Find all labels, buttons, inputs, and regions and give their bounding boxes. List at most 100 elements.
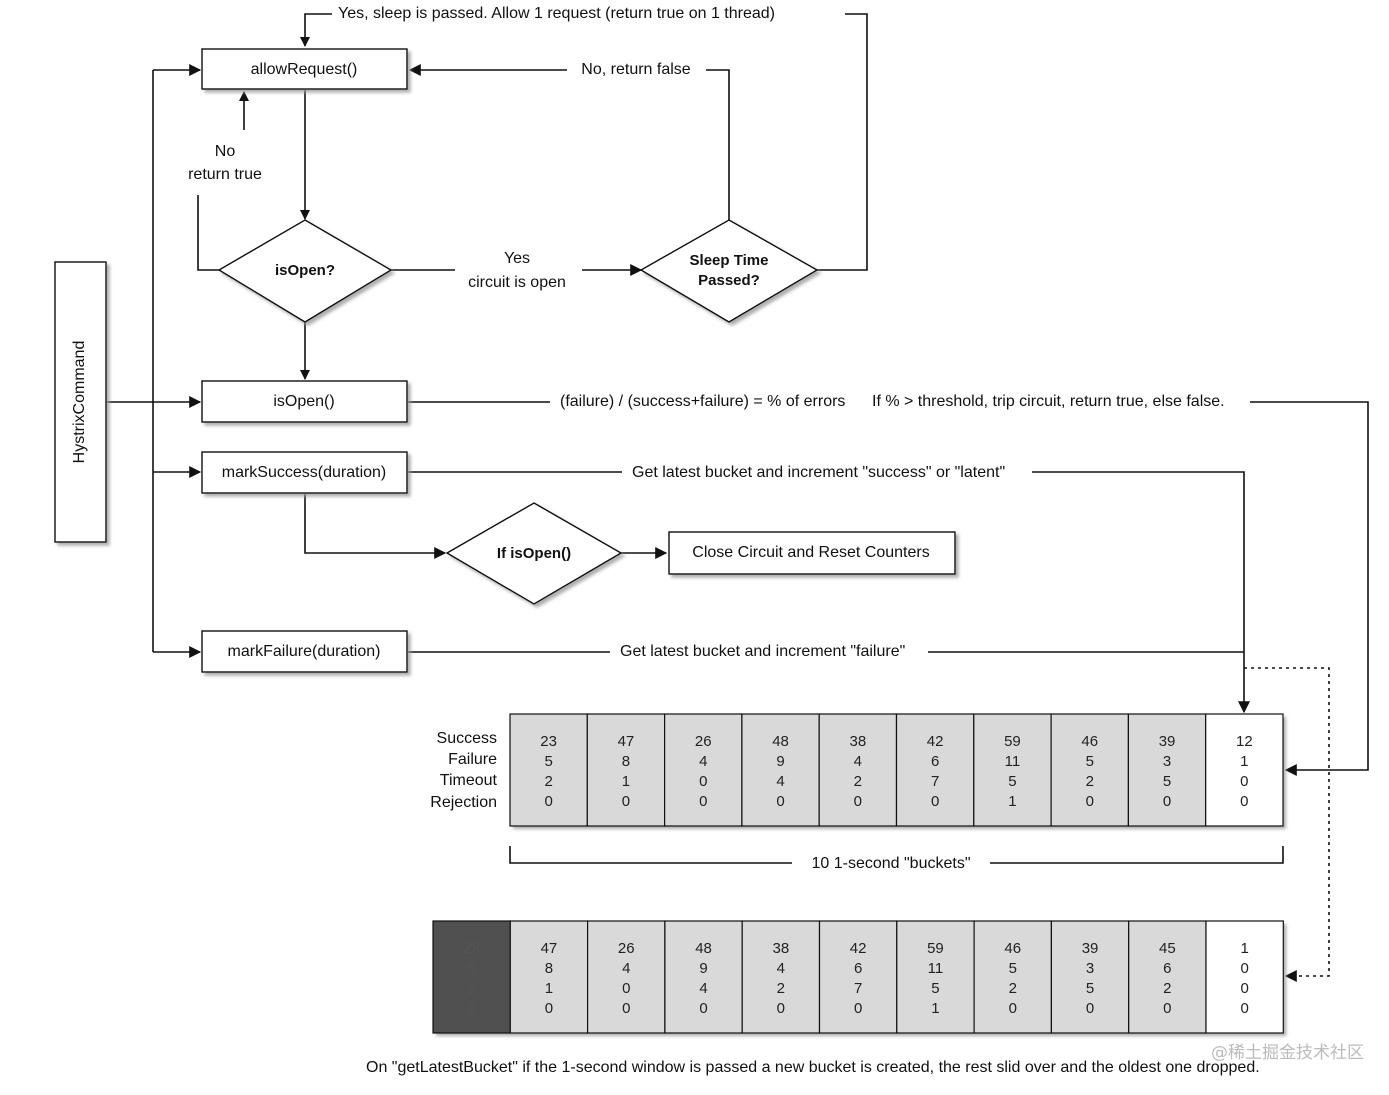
- bucket-next-value: 1: [545, 980, 553, 997]
- footer-caption: On "getLatestBucket" if the 1-second win…: [366, 1059, 1260, 1076]
- bucket-next-cell-box: [896, 920, 975, 1034]
- bucket-next-value: 0: [545, 1000, 553, 1017]
- edge-no-return-true-lower: [197, 195, 219, 271]
- yes-label: Yes: [504, 250, 530, 267]
- bucket-next-cell-box: [509, 920, 589, 1034]
- bucket-row-current: 2352047810264004894038420426705911514652…: [509, 713, 1284, 827]
- increment-success-label: Get latest bucket and increment "success…: [632, 464, 1005, 481]
- error-formula-label: (failure) / (success+failure) = % of err…: [560, 393, 845, 410]
- bucket-current-value: 8: [622, 753, 630, 770]
- bucket-current-cell-box: [741, 713, 820, 827]
- bucket-next-value: 7: [854, 980, 862, 997]
- bucket-current-value: 7: [931, 773, 939, 790]
- bucket-next-value: 8: [545, 960, 553, 977]
- bucket-next-value: 0: [1163, 1000, 1171, 1017]
- bucket-current-value: 0: [776, 793, 784, 810]
- bucket-current-value: 0: [1086, 793, 1094, 810]
- mark-success-box: markSuccess(duration): [201, 451, 408, 494]
- bucket-next-value: 0: [467, 1000, 475, 1017]
- connectors: [106, 13, 1369, 982]
- metric-label-timeout: Timeout: [440, 772, 498, 789]
- bucket-next-value: 26: [618, 940, 635, 957]
- increment-failure-label: Get latest bucket and increment "failure…: [620, 643, 905, 660]
- bucket-current-value: 2: [1086, 773, 1094, 790]
- bucket-current-value: 0: [622, 793, 630, 810]
- return-true-label: return true: [188, 166, 262, 183]
- bucket-current-value: 0: [1240, 793, 1248, 810]
- bucket-current-cell-box: [509, 713, 588, 827]
- bucket-current-value: 0: [544, 793, 552, 810]
- mark-success-label: markSuccess(duration): [222, 464, 387, 481]
- is-open-decision-label: isOpen?: [275, 262, 335, 279]
- bucket-next-cell-box: [1050, 920, 1130, 1034]
- bucket-next-value: 47: [541, 940, 558, 957]
- bucket-current-value: 42: [927, 733, 944, 750]
- bucket-current-value: 47: [618, 733, 635, 750]
- bucket-current-cell-box: [818, 713, 898, 827]
- edge-rollover-dotted: [1244, 667, 1330, 982]
- bucket-current-cell-box: [1050, 713, 1129, 827]
- bucket-current-value: 0: [854, 793, 862, 810]
- close-circuit-label: Close Circuit and Reset Counters: [692, 544, 929, 561]
- bucket-next-value: 48: [695, 940, 712, 957]
- bucket-next-value: 0: [1240, 980, 1248, 997]
- bucket-current-value: 2: [544, 773, 552, 790]
- threshold-label: If % > threshold, trip circuit, return t…: [872, 393, 1225, 410]
- no-return-false-label: No, return false: [581, 61, 690, 78]
- bucket-next-cell-box: [818, 920, 898, 1034]
- bucket-next-value: 5: [1086, 980, 1094, 997]
- is-open-method-box: isOpen(): [201, 380, 408, 423]
- bucket-next-value: 4: [699, 980, 707, 997]
- bucket-current-value: 5: [1008, 773, 1016, 790]
- bucket-next-cell-box: [586, 920, 666, 1034]
- edge-no-return-false: [706, 69, 730, 220]
- bucket-current-value: 38: [850, 733, 867, 750]
- bucket-current-value: 12: [1236, 733, 1253, 750]
- bucket-current-value: 5: [1086, 753, 1094, 770]
- bucket-current-cell-box: [973, 713, 1052, 827]
- bucket-next-value: 4: [622, 960, 630, 977]
- edge-sleep-passed: [817, 13, 868, 271]
- edge-sleep-passed-tail: [300, 13, 332, 47]
- bucket-next-value: 2: [777, 980, 785, 997]
- bucket-next-value: 2: [1163, 980, 1171, 997]
- if-is-open-decision: If isOpen(): [445, 502, 623, 605]
- allow-request-box: allowRequest(): [201, 48, 408, 90]
- bucket-next-value: 59: [927, 940, 944, 957]
- sleep-time-label-2: Passed?: [698, 272, 760, 289]
- bucket-current-value: 48: [772, 733, 789, 750]
- bucket-current-value: 0: [931, 793, 939, 810]
- bucket-current-value: 0: [1240, 773, 1248, 790]
- bucket-current-value: 1: [1240, 753, 1248, 770]
- bucket-next-value: 4: [777, 960, 785, 977]
- bucket-next-value: 6: [854, 960, 862, 977]
- bucket-current-value: 5: [544, 753, 552, 770]
- metric-label-rejection: Rejection: [430, 794, 497, 811]
- bucket-current-value: 4: [854, 753, 862, 770]
- is-open-decision: isOpen?: [217, 219, 393, 323]
- bucket-next-value: 0: [854, 1000, 862, 1017]
- bucket-current-value: 39: [1159, 733, 1176, 750]
- bucket-next-cell-box: [741, 920, 821, 1034]
- circuit-is-open-label: circuit is open: [468, 274, 566, 291]
- bucket-next-value: 0: [1240, 960, 1248, 977]
- bucket-current-cell-box: [1205, 713, 1284, 827]
- bucket-next-value: 2: [467, 980, 475, 997]
- bucket-next-value: 0: [622, 1000, 630, 1017]
- bucket-current-value: 9: [776, 753, 784, 770]
- bucket-next-value: 0: [1086, 1000, 1094, 1017]
- bucket-next-value: 0: [1240, 1000, 1248, 1017]
- bucket-next-value: 38: [773, 940, 790, 957]
- bucket-next-cell-box: [973, 920, 1052, 1034]
